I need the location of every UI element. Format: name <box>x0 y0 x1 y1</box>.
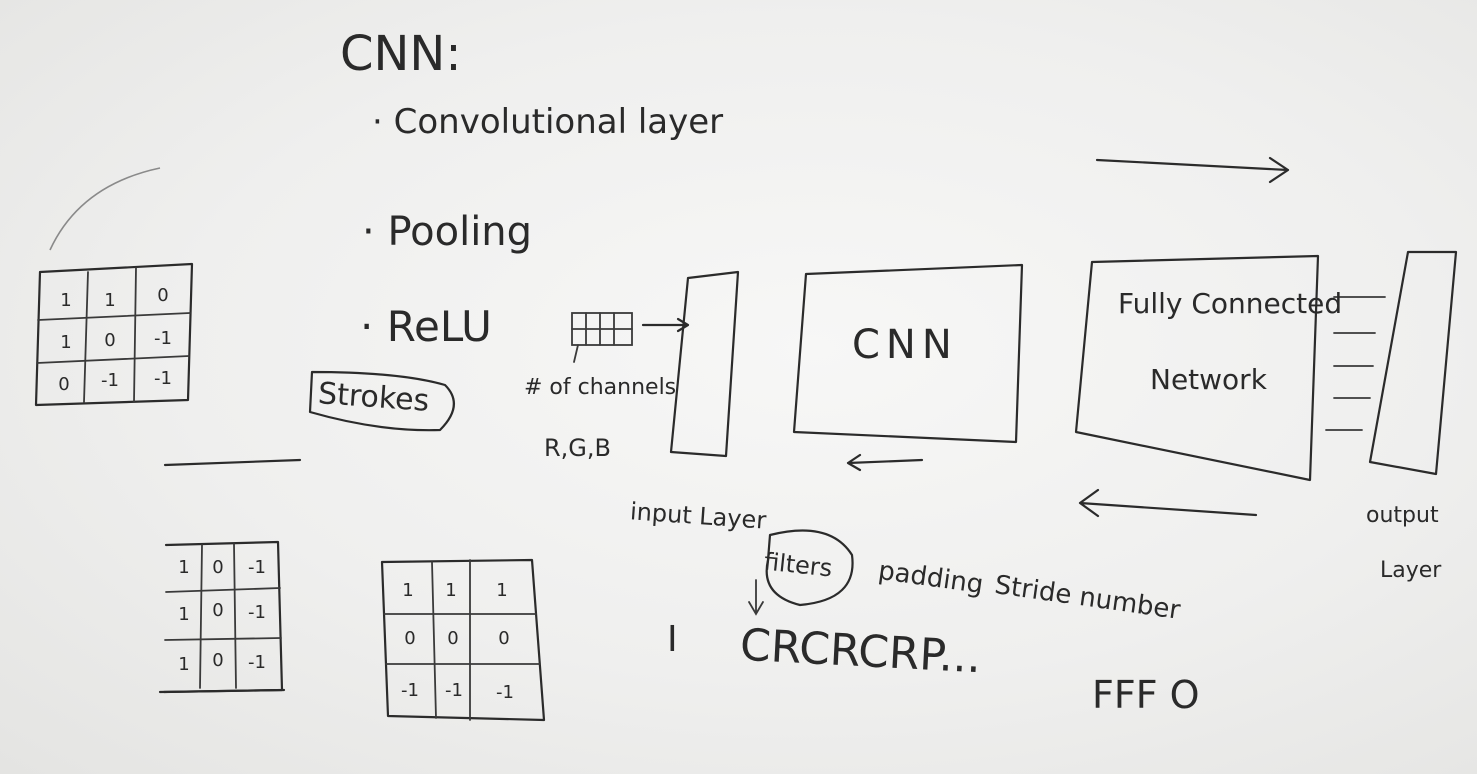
matrix-cell: -1 <box>445 680 463 701</box>
fc-box-label-line1: Fully Connected <box>1118 287 1343 320</box>
fc-box <box>1074 254 1320 482</box>
sequence-i-label: I <box>667 619 678 660</box>
matrix-cell: -1 <box>496 682 514 703</box>
list-item-relu: · ReLU <box>360 302 492 351</box>
fc-back-arrow <box>1078 488 1258 518</box>
matrix-cell: 0 <box>157 285 169 306</box>
list-item-label: Convolutional layer <box>393 102 724 142</box>
rgb-label: R,G,B <box>544 434 611 462</box>
matrix-bottom-middle-grid <box>380 558 546 722</box>
matrix-cell: 1 <box>60 290 72 311</box>
faint-arc <box>49 167 161 251</box>
matrix-top-left-grid <box>34 262 194 407</box>
matrix-cell: 1 <box>178 557 190 578</box>
channels-label: # of channels <box>524 375 677 400</box>
cnn-box-label: CNN <box>852 322 958 368</box>
small-input-grid <box>571 312 633 363</box>
matrix-cell: -1 <box>248 652 266 673</box>
filters-outline <box>765 529 854 607</box>
cnn-box <box>792 263 1024 444</box>
matrix-cell: -1 <box>154 368 172 389</box>
matrix-cell: 0 <box>104 330 116 351</box>
matrix-cell: 1 <box>402 580 414 601</box>
output-layer-box <box>1368 250 1458 476</box>
matrix-cell: -1 <box>101 370 119 391</box>
output-label-line2: Layer <box>1380 558 1442 583</box>
sequence-label: CRCRCRP... <box>738 619 983 684</box>
fc-box-label-line2: Network <box>1150 363 1267 396</box>
matrix-cell: 1 <box>496 580 508 601</box>
grid-arrow <box>641 317 690 333</box>
list-item-convolutional-layer: · Convolutional layer <box>372 102 724 142</box>
filters-label: filters <box>762 547 834 583</box>
matrix-cell: 0 <box>447 628 459 649</box>
matrix-cell: -1 <box>401 680 419 701</box>
strokes-outline <box>308 370 455 432</box>
fff-label: FFF O <box>1092 673 1200 717</box>
matrix-bottom-left-grid <box>158 540 286 694</box>
matrix-cell: 0 <box>498 628 510 649</box>
matrix-cell: 0 <box>212 650 224 671</box>
strokes-label: Strokes <box>316 376 431 419</box>
matrix-cell: -1 <box>248 602 266 623</box>
filters-arrow <box>748 579 764 616</box>
matrix-cell: 0 <box>212 557 224 578</box>
cnn-title: CNN: <box>340 26 462 82</box>
list-item-label: Pooling <box>387 209 533 255</box>
matrix-cell: 1 <box>178 604 190 625</box>
divider-line <box>163 458 302 467</box>
matrix-cell: -1 <box>154 328 172 349</box>
matrix-cell: 0 <box>58 374 70 395</box>
matrix-cell: 1 <box>445 580 457 601</box>
forward-arrow <box>1095 156 1290 184</box>
matrix-cell: 1 <box>104 290 116 311</box>
matrix-cell: 1 <box>178 654 190 675</box>
matrix-cell: -1 <box>248 557 266 578</box>
cnn-back-arrow <box>846 453 924 472</box>
fc-output-connections <box>1325 296 1386 431</box>
matrix-cell: 1 <box>60 332 72 353</box>
output-label-line1: output <box>1366 503 1439 528</box>
list-item-pooling: · Pooling <box>362 209 533 255</box>
input-layer-box <box>669 270 740 458</box>
matrix-cell: 0 <box>404 628 416 649</box>
matrix-cell: 0 <box>212 600 224 621</box>
list-item-label: ReLU <box>386 302 492 351</box>
